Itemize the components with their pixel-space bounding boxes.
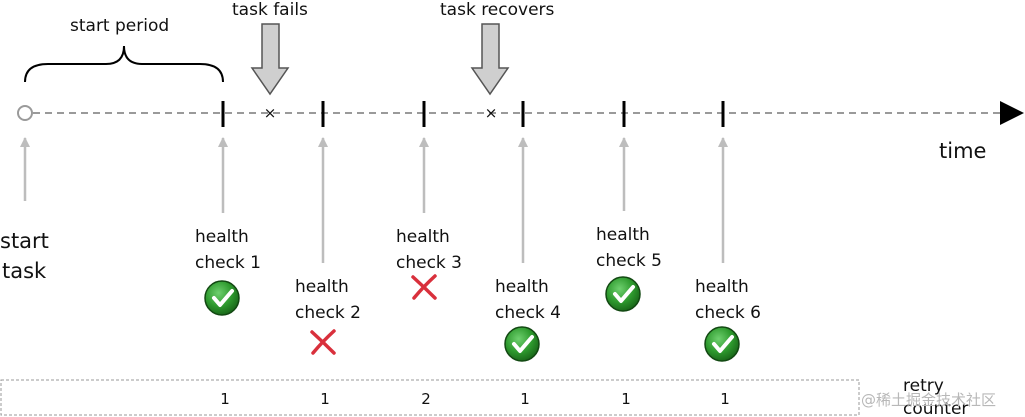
cross-icon: [411, 274, 437, 300]
health-check-4: health check 4: [495, 101, 561, 362]
task-fails-marker-icon: ×: [264, 104, 277, 122]
start-task-label-1: start: [0, 229, 49, 253]
health-check-2: health check 2: [295, 101, 361, 355]
task-recovers-label: task recovers: [440, 0, 555, 20]
check-label: check 1: [195, 253, 261, 273]
health-word: health: [596, 225, 650, 245]
start-marker-icon: [17, 105, 33, 121]
retry-counter-value: 1: [220, 390, 230, 408]
retry-counter-value: 1: [520, 390, 530, 408]
health-word: health: [495, 277, 549, 297]
cross-icon: [310, 329, 336, 355]
check-circle-icon: [204, 280, 240, 316]
task-fails-label: task fails: [232, 0, 308, 20]
retry-counter-values: 1 1 2 1 1 1: [220, 390, 730, 408]
timeline-arrowhead-icon: [1000, 101, 1024, 125]
health-word: health: [695, 277, 749, 297]
check-label: check 4: [495, 303, 561, 323]
check-label: check 3: [396, 253, 462, 273]
check-circle-icon: [704, 326, 740, 362]
start-period-label: start period: [70, 16, 169, 36]
task-fails-arrow-icon: [250, 23, 290, 96]
check-label: check 6: [695, 303, 761, 323]
health-check-1: health check 1: [195, 101, 261, 316]
retry-counter-value: 1: [720, 390, 730, 408]
health-word: health: [295, 277, 349, 297]
retry-counter-label-1: retry: [903, 376, 944, 396]
retry-counter-box: [0, 379, 860, 416]
time-label: time: [939, 139, 986, 163]
health-check-6: health check 6: [695, 101, 761, 362]
check-label: check 5: [596, 251, 662, 271]
watermark: @稀土掘金技术社区: [861, 391, 996, 409]
check-circle-icon: [605, 276, 641, 312]
check-circle-icon: [504, 326, 540, 362]
health-check-5: health check 5: [596, 101, 662, 312]
retry-counter-label-2: counter: [903, 399, 968, 417]
task-recovers-arrow-icon: [470, 23, 510, 96]
health-check-3: health check 3: [396, 101, 462, 300]
health-word: health: [396, 227, 450, 247]
task-recovers-marker-icon: ×: [485, 104, 498, 122]
start-task-label-2: task: [2, 259, 47, 283]
check-label: check 2: [295, 303, 361, 323]
start-period-brace: [24, 45, 224, 83]
retry-counter-value: 2: [421, 390, 431, 408]
health-word: health: [195, 227, 249, 247]
retry-counter-value: 1: [621, 390, 631, 408]
retry-counter-value: 1: [320, 390, 330, 408]
